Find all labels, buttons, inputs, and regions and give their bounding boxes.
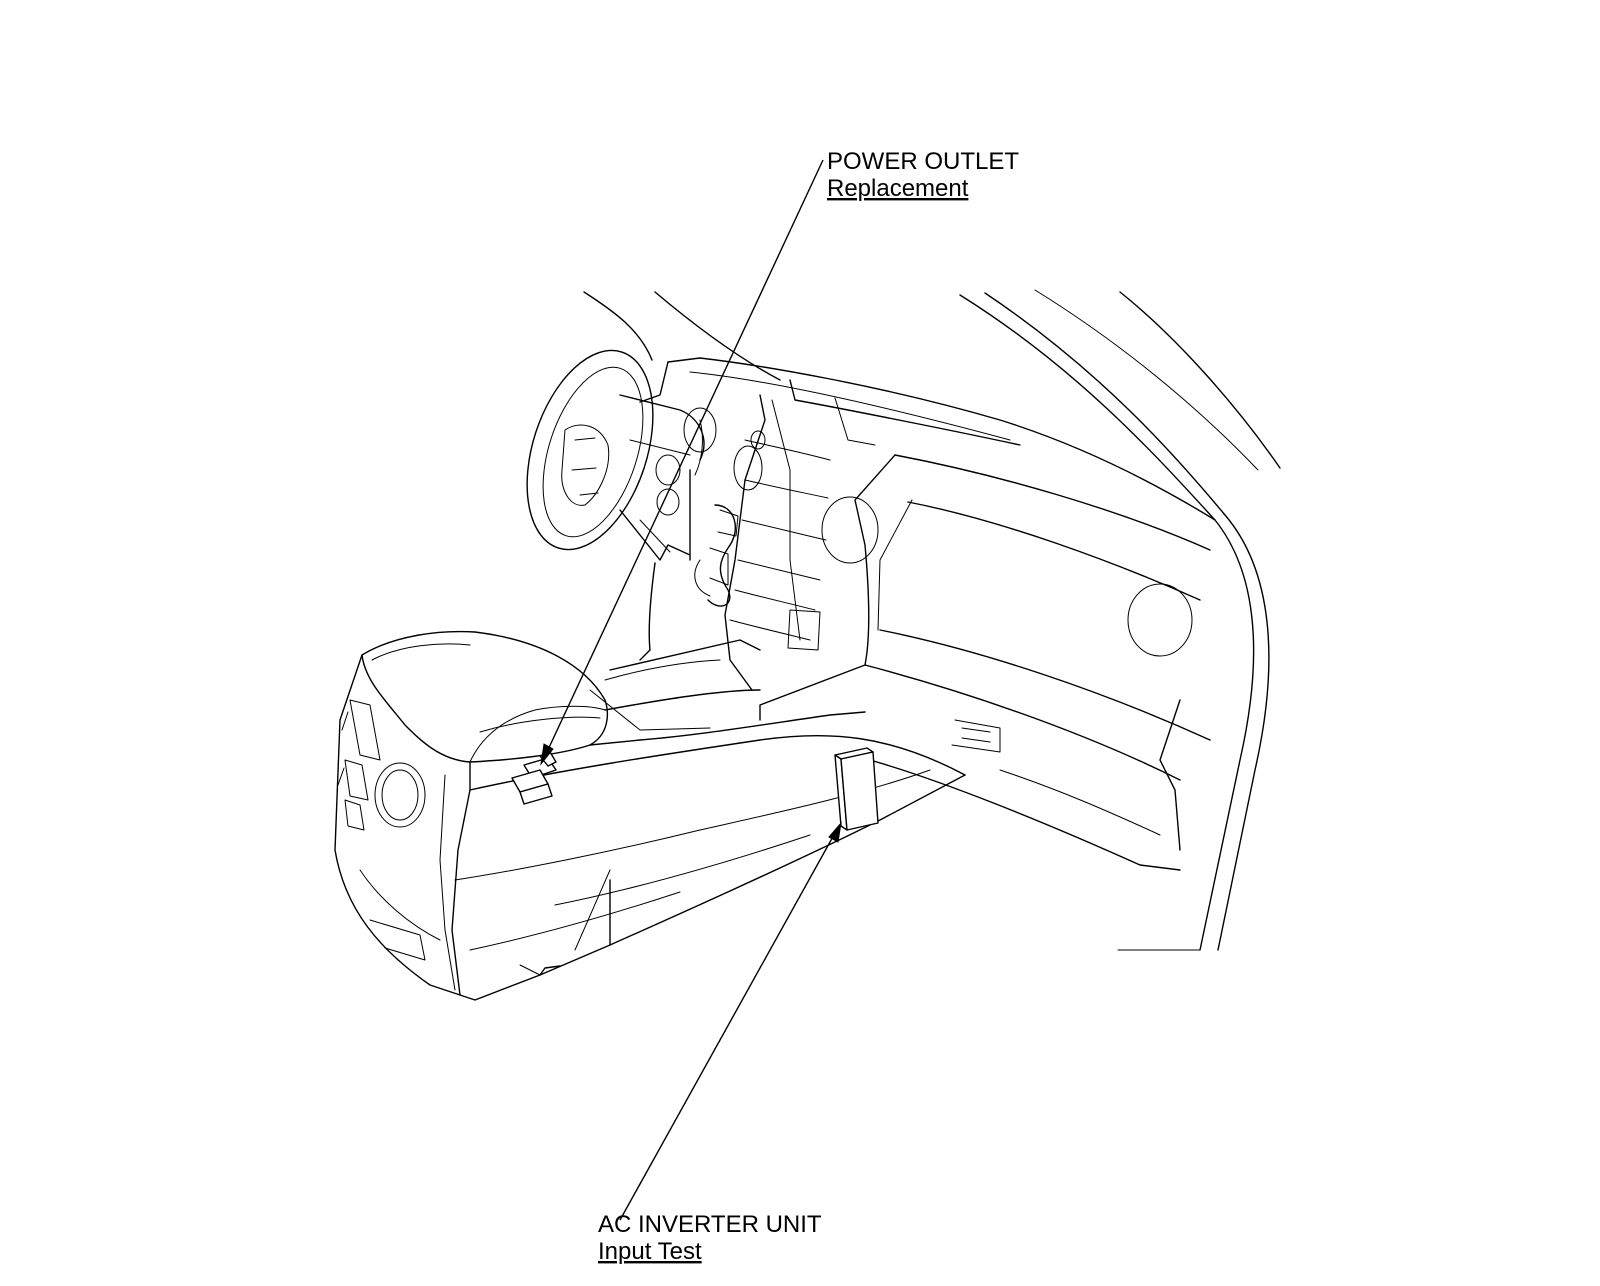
power-outlet-component xyxy=(511,751,557,805)
ac-inverter-callout: AC INVERTER UNIT Input Test xyxy=(598,1211,822,1265)
power-outlet-leader xyxy=(545,159,824,755)
ac-inverter-title: AC INVERTER UNIT xyxy=(598,1211,822,1238)
door-frame xyxy=(959,289,1281,951)
power-outlet-callout: POWER OUTLET Replacement xyxy=(827,148,1019,202)
leader-lines xyxy=(540,159,842,1221)
glove-box-panel xyxy=(759,454,1211,871)
ac-inverter-box xyxy=(834,747,879,831)
windshield-lines xyxy=(583,291,781,381)
ac-inverter-arrow xyxy=(828,821,842,843)
steering-wheel xyxy=(526,349,717,661)
power-outlet-replacement-link[interactable]: Replacement xyxy=(827,175,969,202)
dashboard-upper xyxy=(639,357,1216,691)
ac-inverter-leader xyxy=(619,832,836,1221)
power-outlet-arrow xyxy=(540,743,554,766)
ac-inverter-input-test-link[interactable]: Input Test xyxy=(598,1238,702,1265)
power-outlet-title: POWER OUTLET xyxy=(827,148,1019,175)
center-console xyxy=(334,630,966,1001)
